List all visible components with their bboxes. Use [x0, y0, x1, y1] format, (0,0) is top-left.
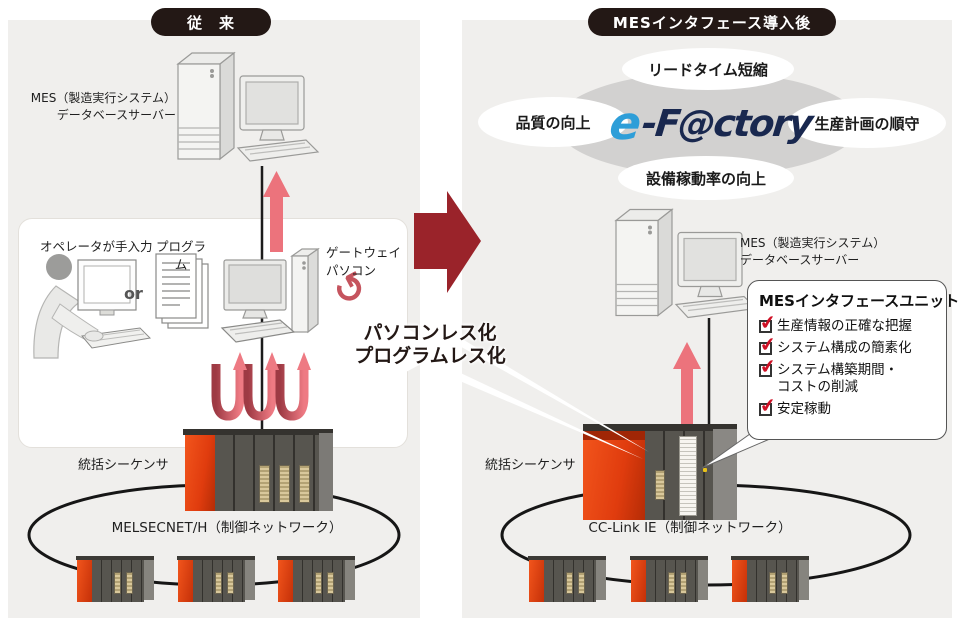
plc-node	[76, 556, 154, 604]
checkbox: ✔	[759, 355, 778, 379]
u-turn-arrows-icon	[211, 352, 311, 421]
callout-item: ✔ システム構成の簡素化	[758, 332, 912, 357]
plc-connector	[655, 470, 665, 500]
callout-item: ✔ システム構築期間・ コストの削減	[758, 354, 899, 395]
plc-power-module	[185, 435, 215, 511]
mes-server-label-right: MES（製造実行システム） データベースサーバー	[740, 236, 886, 267]
benefit-quality: 品質の向上	[478, 97, 628, 147]
plc-top-face	[183, 429, 333, 435]
plc-node	[731, 556, 809, 604]
operator-icon	[33, 254, 152, 359]
benefit-label: 品質の向上	[515, 113, 591, 132]
checkbox: ✔	[759, 393, 778, 417]
pcless-text: パソコンレス化 プログラムレス化	[354, 322, 506, 367]
plc-node	[528, 556, 606, 604]
plc-rack-right	[583, 424, 737, 520]
plc-side-face	[319, 433, 333, 511]
benefit-production-plan: 生産計画の順守	[788, 98, 946, 148]
plc-node	[177, 556, 255, 604]
gateway-pc-label: ゲートウェイ パソコン	[326, 245, 402, 278]
unit-led	[703, 468, 707, 472]
plc-connector	[259, 465, 270, 503]
pointer-wedge	[433, 360, 643, 459]
plc-power-top	[583, 431, 645, 440]
mes-interface-unit	[679, 436, 697, 516]
benefit-lead-time: リードタイム短縮	[622, 48, 794, 90]
pointer-wedge	[449, 331, 649, 452]
plc-node	[277, 556, 355, 604]
header-after-mes: MESインタフェース導入後	[588, 8, 836, 36]
mes-unit-callout: MESインタフェースユニット ✔ 生産情報の正確な把握 ✔ システム構成の簡素化…	[747, 280, 960, 440]
plc-connector	[279, 465, 290, 503]
mes-server-label-left: MES（製造実行システム） データベースサーバー	[30, 91, 176, 122]
network-label-left: MELSECNET/H（制御ネットワーク）	[111, 520, 343, 536]
header-conventional: 従 来	[151, 8, 271, 36]
callout-item: ✔ 安定稼動	[758, 393, 831, 418]
sequencer-label-left: 統括シーケンサ	[78, 458, 169, 473]
benefit-label: 設備稼動率の向上	[645, 169, 766, 188]
checkbox: ✔	[759, 311, 778, 335]
sequencer-label-right: 統括シーケンサ	[485, 458, 576, 473]
plc-connector	[299, 465, 310, 503]
network-label-right: CC-Link IE（制御ネットワーク）	[588, 520, 792, 536]
mes-server-icon-right	[614, 208, 758, 319]
mes-server-icon-left	[176, 51, 320, 162]
checkbox: ✔	[759, 333, 778, 357]
benefit-label: リードタイム短縮	[648, 60, 768, 79]
plc-side-face	[713, 429, 737, 520]
plc-top-face	[583, 424, 737, 431]
up-arrow-icon-left	[263, 171, 290, 252]
up-arrow-icon-right	[673, 342, 701, 425]
gateway-pc-icon	[220, 247, 320, 343]
program-label: プログラム	[155, 239, 206, 272]
plc-rack-left	[183, 429, 333, 513]
documents-icon	[155, 253, 209, 329]
callout-title: MESインタフェースユニット	[759, 292, 960, 310]
plc-node	[630, 556, 708, 604]
benefit-label: 生産計画の順守	[814, 114, 920, 133]
callout-item: ✔ 生産情報の正確な把握	[758, 310, 912, 336]
or-label: or	[124, 284, 143, 303]
operator-label: オペレータが手入力	[40, 239, 153, 254]
benefit-utilization: 設備稼動率の向上	[618, 156, 794, 200]
